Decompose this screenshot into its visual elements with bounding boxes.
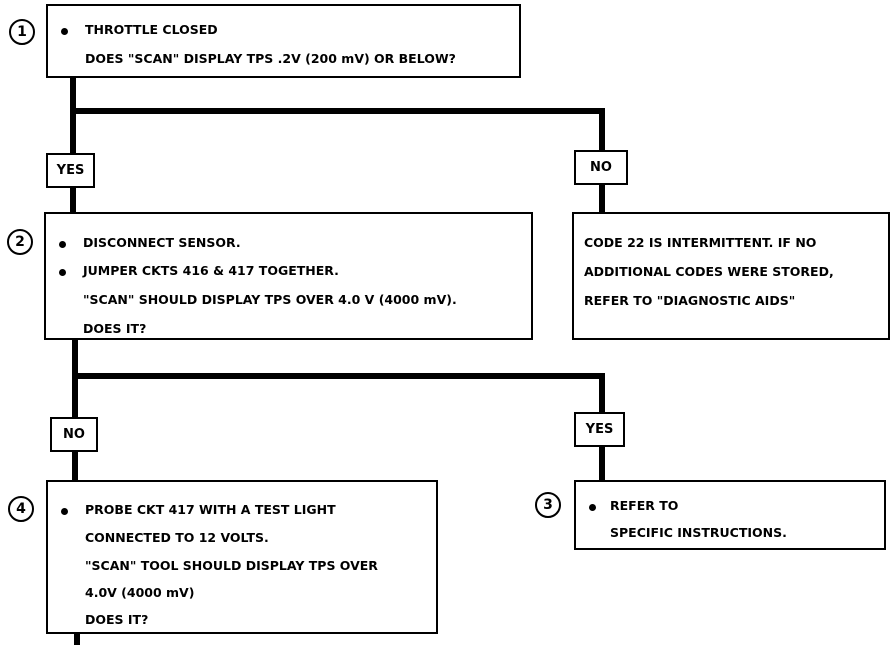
step-2-line-4: DOES IT? [83, 321, 147, 336]
intermittent-note-line-3: REFER TO "DIAGNOSTIC AIDS" [584, 293, 796, 308]
step-3-number: 3 [535, 492, 561, 518]
bullet-icon [59, 269, 66, 276]
step-1-yes-label: YES [46, 153, 95, 188]
step-4-line-3: "SCAN" TOOL SHOULD DISPLAY TPS OVER [85, 558, 378, 573]
intermittent-note-line-2: ADDITIONAL CODES WERE STORED, [584, 264, 834, 279]
step-2-number: 2 [7, 229, 33, 255]
bullet-icon [61, 28, 68, 35]
bullet-icon [61, 508, 68, 515]
step-2-yes-label: YES [574, 412, 625, 447]
step-1-box: THROTTLE CLOSED DOES "SCAN" DISPLAY TPS … [46, 4, 521, 78]
bullet-icon [59, 241, 66, 248]
step-2-line-2: JUMPER CKTS 416 & 417 TOGETHER. [83, 263, 339, 278]
step-1-line-2: DOES "SCAN" DISPLAY TPS .2V (200 mV) OR … [85, 51, 456, 66]
step-1-number: 1 [9, 19, 35, 45]
step-3-box: REFER TO SPECIFIC INSTRUCTIONS. [574, 480, 886, 550]
intermittent-note-box: CODE 22 IS INTERMITTENT. IF NO ADDITIONA… [572, 212, 890, 340]
step-3-line-1: REFER TO [610, 498, 679, 513]
step-2-line-1: DISCONNECT SENSOR. [83, 235, 241, 250]
step-1-no-label: NO [574, 150, 628, 185]
step-4-line-4: 4.0V (4000 mV) [85, 585, 195, 600]
step-2-line-3: "SCAN" SHOULD DISPLAY TPS OVER 4.0 V (40… [83, 292, 457, 307]
step-4-number: 4 [8, 496, 34, 522]
step-2-box: DISCONNECT SENSOR. JUMPER CKTS 416 & 417… [44, 212, 533, 340]
intermittent-note-line-1: CODE 22 IS INTERMITTENT. IF NO [584, 235, 817, 250]
step-4-line-2: CONNECTED TO 12 VOLTS. [85, 530, 269, 545]
step-2-no-label: NO [50, 417, 98, 452]
bullet-icon [589, 504, 596, 511]
step-3-line-2: SPECIFIC INSTRUCTIONS. [610, 525, 787, 540]
step-1-line-1: THROTTLE CLOSED [85, 22, 218, 37]
step-4-box: PROBE CKT 417 WITH A TEST LIGHT CONNECTE… [46, 480, 438, 634]
step-4-line-5: DOES IT? [85, 612, 149, 627]
step-4-line-1: PROBE CKT 417 WITH A TEST LIGHT [85, 502, 336, 517]
